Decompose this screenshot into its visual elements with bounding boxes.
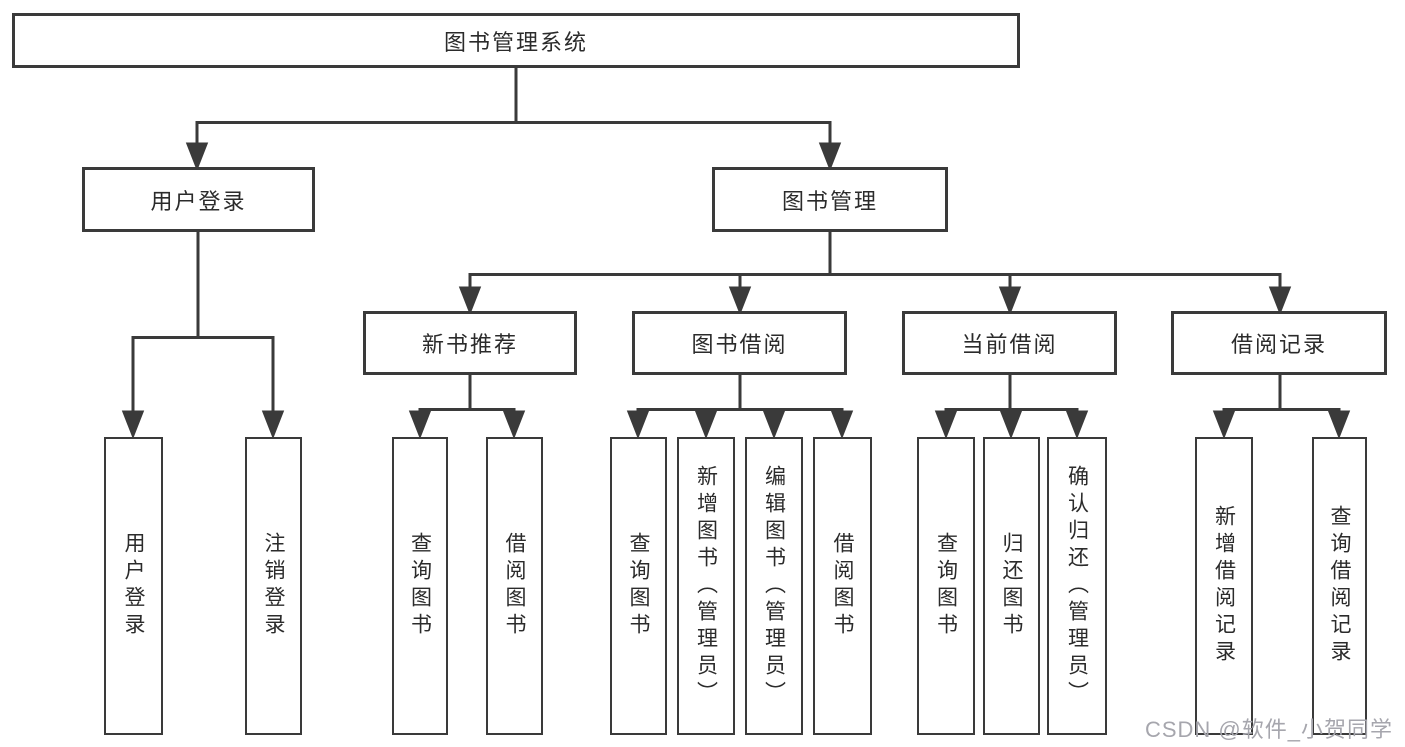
leaf-logout: 注销登录 — [245, 437, 302, 735]
leaf-confirm-return-admin: 确认归还（管理员） — [1047, 437, 1107, 735]
connector-new-book-branch — [408, 375, 526, 440]
leaf-query-borrow-record: 查询借阅记录 — [1312, 437, 1367, 735]
connector-current-borrow-branch — [934, 375, 1089, 440]
arrowhead — [762, 410, 786, 440]
arrowhead — [1327, 410, 1351, 440]
node-label: 注销登录 — [262, 532, 285, 640]
leaf-query-books-borrow: 查询图书 — [610, 437, 667, 735]
arrowhead — [1065, 410, 1089, 440]
arrowhead — [185, 142, 209, 172]
node-label: 借阅记录 — [1230, 332, 1327, 357]
arrowhead — [1268, 286, 1292, 316]
node-label: 图书管理 — [781, 188, 878, 214]
node-label: 新增借阅记录 — [1212, 505, 1236, 667]
node-label: 查询图书 — [934, 532, 958, 640]
node-user-login: 用户登录 — [82, 167, 315, 232]
node-label: 编辑图书（管理员） — [762, 464, 786, 708]
arrowhead — [502, 410, 526, 440]
node-label: 新增图书（管理员） — [694, 464, 718, 708]
node-label: 新书推荐 — [421, 332, 518, 357]
leaf-query-books-current: 查询图书 — [917, 437, 975, 735]
node-borrow-records: 借阅记录 — [1171, 311, 1387, 375]
node-label: 借阅图书 — [503, 532, 526, 640]
connector-book-borrow-branch — [626, 375, 854, 440]
node-new-book-recommend: 新书推荐 — [363, 311, 577, 375]
node-label: 查询图书 — [408, 532, 432, 640]
arrowhead — [830, 410, 854, 440]
node-label: 查询图书 — [627, 532, 650, 640]
arrowhead — [728, 286, 752, 316]
node-label: 归还图书 — [1000, 532, 1023, 640]
arrowhead — [998, 286, 1022, 316]
leaf-borrow-books-recommend: 借阅图书 — [486, 437, 543, 735]
node-current-borrow: 当前借阅 — [902, 311, 1117, 375]
node-label: 图书管理系统 — [443, 29, 588, 55]
arrowhead — [261, 410, 285, 440]
leaf-user-login: 用户登录 — [104, 437, 163, 735]
node-label: 当前借阅 — [961, 332, 1058, 357]
leaf-add-borrow-record: 新增借阅记录 — [1195, 437, 1253, 735]
connector-book-management-branch — [458, 232, 1292, 316]
node-book-borrow: 图书借阅 — [632, 311, 847, 375]
arrowhead — [818, 142, 842, 172]
connector-borrow-records-branch — [1212, 375, 1351, 440]
node-book-management: 图书管理 — [712, 167, 948, 232]
arrowhead — [121, 410, 145, 440]
arrowhead — [999, 410, 1023, 440]
node-label: 用户登录 — [150, 188, 247, 214]
arrowhead — [458, 286, 482, 316]
node-system-root: 图书管理系统 — [12, 13, 1020, 68]
connector-user-login-branch — [121, 232, 285, 440]
arrowhead — [694, 410, 718, 440]
arrowhead — [626, 410, 650, 440]
arrowhead — [408, 410, 432, 440]
node-label: 查询借阅记录 — [1328, 505, 1351, 667]
arrowhead — [934, 410, 958, 440]
node-label: 确认归还（管理员） — [1065, 464, 1089, 708]
leaf-edit-books-admin: 编辑图书（管理员） — [745, 437, 803, 735]
leaf-return-books: 归还图书 — [983, 437, 1040, 735]
csdn-watermark: CSDN @软件_小贺同学 — [1144, 717, 1393, 742]
arrowhead — [1212, 410, 1236, 440]
leaf-query-books-recommend: 查询图书 — [392, 437, 448, 735]
node-label: 借阅图书 — [831, 532, 854, 640]
leaf-borrow-books: 借阅图书 — [813, 437, 872, 735]
leaf-add-books-admin: 新增图书（管理员） — [677, 437, 735, 735]
connector-root-to-level2 — [185, 68, 842, 172]
node-label: 用户登录 — [122, 532, 145, 640]
node-label: 图书借阅 — [691, 332, 788, 357]
